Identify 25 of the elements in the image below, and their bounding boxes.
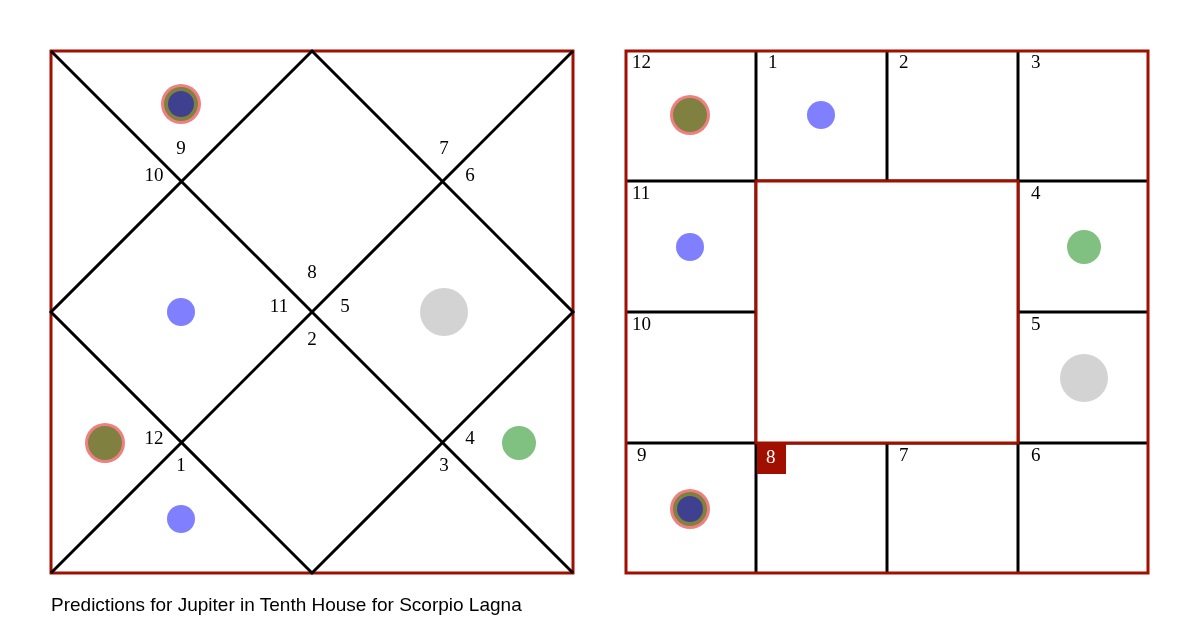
caption: Predictions for Jupiter in Tenth House for Scorpio Lagna xyxy=(51,594,522,616)
house-number: 1 xyxy=(768,52,778,72)
house-number: 12 xyxy=(632,52,651,72)
house-number: 9 xyxy=(176,138,186,158)
house-number: 7 xyxy=(439,138,449,158)
house-number: 8 xyxy=(307,262,317,282)
house-number: 4 xyxy=(1031,183,1041,203)
house-number: 10 xyxy=(144,165,164,185)
house-number: 7 xyxy=(899,445,909,465)
house-number: 4 xyxy=(465,428,475,448)
house-number: 2 xyxy=(307,329,317,349)
highlighted-house-number: 8 xyxy=(757,444,786,474)
house-number: 11 xyxy=(269,296,289,316)
house-number: 6 xyxy=(465,165,475,185)
house-number: 1 xyxy=(176,455,186,475)
house-number: 12 xyxy=(144,428,164,448)
house-number: 5 xyxy=(340,296,350,316)
house-number: 10 xyxy=(632,314,651,334)
house-number: 11 xyxy=(632,183,651,203)
house-number: 2 xyxy=(899,52,909,72)
house-number: 9 xyxy=(637,445,647,465)
house-number: 3 xyxy=(1031,52,1041,72)
house-number: 3 xyxy=(439,455,449,475)
house-number: 6 xyxy=(1031,445,1041,465)
house-number: 5 xyxy=(1031,314,1041,334)
